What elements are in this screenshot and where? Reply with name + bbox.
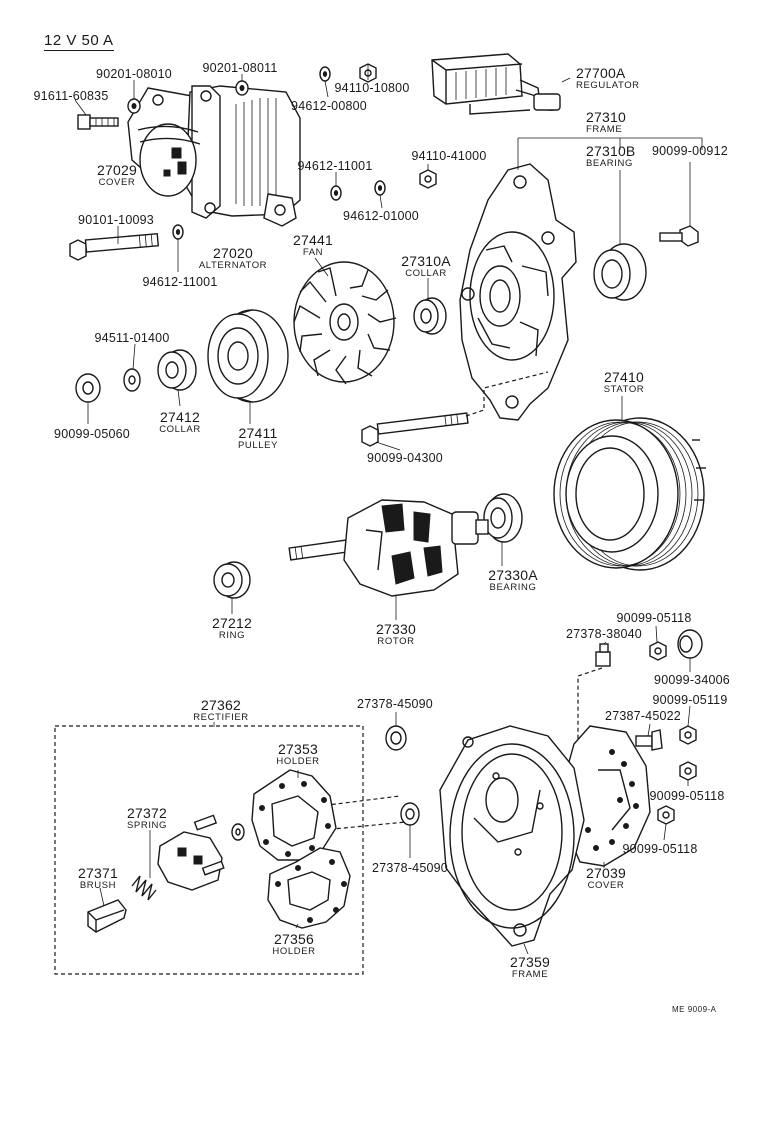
brush-holder-drawing — [157, 814, 225, 891]
bushing-90099-34006-drawing — [677, 629, 703, 659]
stator-drawing — [553, 417, 706, 571]
spring-drawing — [131, 875, 157, 901]
part-label-90099-04300: 90099-04300 — [367, 451, 443, 465]
part-label-90099-05060: 90099-05060 — [54, 427, 130, 441]
ring-drawing — [213, 561, 251, 599]
spec-title: 12 V 50 A — [44, 32, 114, 51]
part-label-90099-05118-mid: 90099-05118 — [649, 789, 725, 803]
part-label-94612-11001-lower: 94612-11001 — [142, 275, 218, 289]
nut-90099-05060-drawing — [75, 373, 101, 403]
rear-frame-drawing — [439, 725, 585, 947]
part-label-90099-05118-top: 90099-05118 — [616, 611, 692, 625]
pulley-drawing — [207, 309, 289, 403]
rectifier-washer-drawing — [231, 823, 245, 841]
terminal-27378-45090-lower-drawing — [400, 802, 420, 826]
part-label-90099-00912: 90099-00912 — [652, 144, 728, 158]
nut-90099-05118-top-drawing — [649, 641, 667, 661]
collar-27412-drawing — [157, 349, 197, 391]
part-label-94110-41000: 94110-41000 — [411, 149, 487, 163]
bolt-91611-drawing — [77, 114, 119, 130]
part-label-90099-05119: 90099-05119 — [652, 693, 728, 707]
bearing-27330a-drawing — [483, 493, 523, 543]
brush-drawing — [87, 899, 127, 933]
bolt-90101-drawing — [69, 232, 160, 261]
collar-27310a-drawing — [413, 297, 447, 335]
bolt-90099-00912-drawing — [659, 225, 699, 247]
holder-27353-drawing — [251, 769, 337, 861]
part-label-94612-00800: 94612-00800 — [291, 99, 367, 113]
part-label-90099-34006: 90099-34006 — [654, 673, 730, 687]
part-label-90101-10093: 90101-10093 — [78, 213, 154, 227]
nut-90099-05118-mid-drawing — [679, 761, 697, 781]
bearing-27310b-drawing — [593, 243, 647, 301]
nut-90099-05118-low-drawing — [657, 805, 675, 825]
rectifier-group-box — [54, 725, 364, 975]
part-label-27378-45090-upper: 27378-45090 — [357, 697, 433, 711]
part-label-27387-45022: 27387-45022 — [605, 709, 681, 723]
terminal-27378-45090-upper-drawing — [385, 725, 407, 751]
part-label-91611-60835: 91611-60835 — [33, 89, 109, 103]
terminal-27378-38040-drawing — [577, 643, 611, 740]
part-label-90099-05118-low: 90099-05118 — [622, 842, 698, 856]
part-label-94110-10800: 94110-10800 — [334, 81, 410, 95]
part-label-94511-01400: 94511-01400 — [94, 331, 170, 345]
fan-drawing — [293, 261, 397, 385]
through-bolt-drawing — [361, 371, 549, 447]
bolt-27387-45022-drawing — [635, 729, 663, 751]
figure-code: ME 9009-A — [672, 1005, 717, 1014]
nut-90099-05119-drawing — [679, 725, 697, 745]
nut-94110-41000-drawing — [419, 169, 437, 189]
part-label-90201-08010: 90201-08010 — [96, 67, 172, 81]
rotor-drawing — [288, 499, 489, 597]
part-label-90201-08011: 90201-08011 — [202, 61, 278, 75]
regulator-drawing — [431, 53, 561, 115]
part-label-27378-45090-lower: 27378-45090 — [372, 861, 448, 875]
holder-27356-drawing — [267, 847, 351, 929]
washer-94511-drawing — [123, 368, 141, 392]
part-label-94612-11001-upper: 94612-11001 — [297, 159, 373, 173]
part-label-27378-38040: 27378-38040 — [566, 627, 642, 641]
part-label-94612-01000: 94612-01000 — [343, 209, 419, 223]
leader-lines — [74, 64, 703, 955]
drive-end-frame-drawing — [459, 163, 577, 421]
alternator-assembly-drawing — [127, 85, 301, 227]
